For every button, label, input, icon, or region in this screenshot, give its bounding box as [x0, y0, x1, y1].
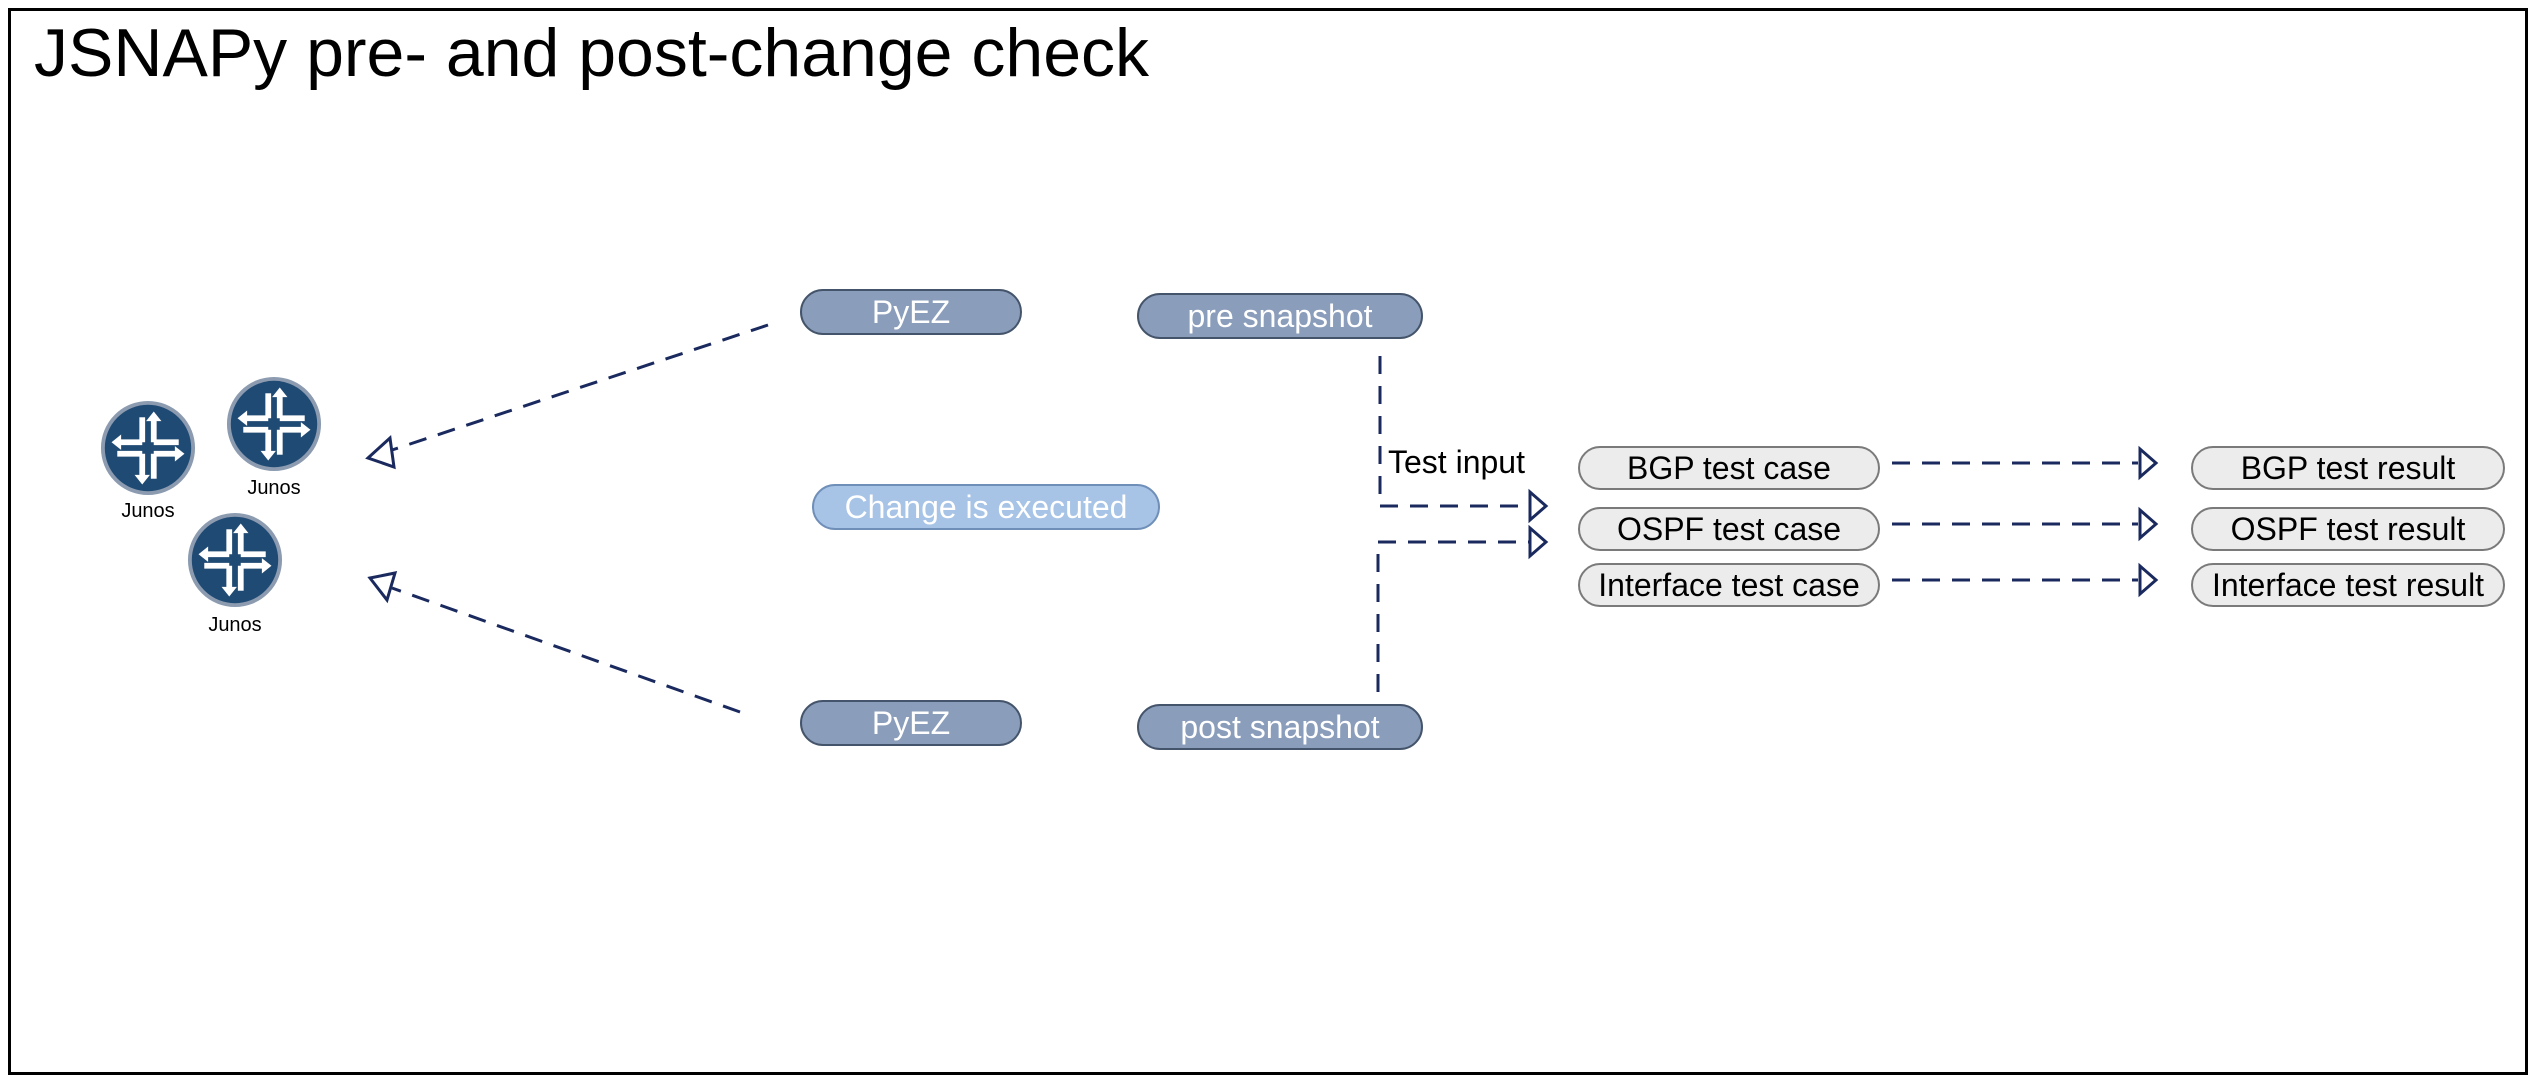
pre-snapshot-node: pre snapshot	[1137, 293, 1423, 339]
router-label: Junos	[208, 614, 262, 636]
interface-test-result-node: Interface test result	[2191, 563, 2505, 607]
test-input-label: Test input	[1388, 444, 1525, 480]
diagram-frame	[8, 8, 2528, 1075]
arrowhead-tests-post	[1528, 524, 1549, 560]
ospf-test-result-node: OSPF test result	[2191, 507, 2505, 551]
post-snapshot-node: post snapshot	[1137, 704, 1423, 750]
bgp-test-result-node: BGP test result	[2191, 446, 2505, 490]
diagram-title: JSNAPy pre- and post-change check	[34, 15, 1150, 91]
edge-pre-snapshot-to-tests	[1378, 356, 1532, 508]
arrowhead-interface-result	[2138, 562, 2159, 598]
edge-pyez-bottom-to-devices	[391, 586, 741, 714]
interface-test-case-node: Interface test case	[1578, 563, 1880, 607]
arrowhead-devices-bottom	[367, 571, 398, 604]
arrowhead-tests-pre	[1528, 488, 1549, 524]
router-label: Junos	[121, 500, 175, 522]
pyez-node-bottom: PyEZ	[800, 700, 1022, 746]
bgp-test-case-node: BGP test case	[1578, 446, 1880, 490]
edge-pyez-top-to-devices	[391, 323, 769, 452]
pyez-node-top: PyEZ	[800, 289, 1022, 335]
router-label: Junos	[247, 477, 301, 499]
router-icon	[187, 512, 283, 608]
router-icon	[100, 400, 196, 496]
edge-post-snapshot-to-tests	[1376, 540, 1532, 692]
arrowhead-ospf-result	[2138, 506, 2159, 542]
ospf-test-case-node: OSPF test case	[1578, 507, 1880, 551]
arrowhead-bgp-result	[2138, 445, 2159, 481]
change-executed-node: Change is executed	[812, 484, 1160, 530]
arrowhead-devices-top	[365, 434, 396, 470]
router-icon	[226, 376, 322, 472]
